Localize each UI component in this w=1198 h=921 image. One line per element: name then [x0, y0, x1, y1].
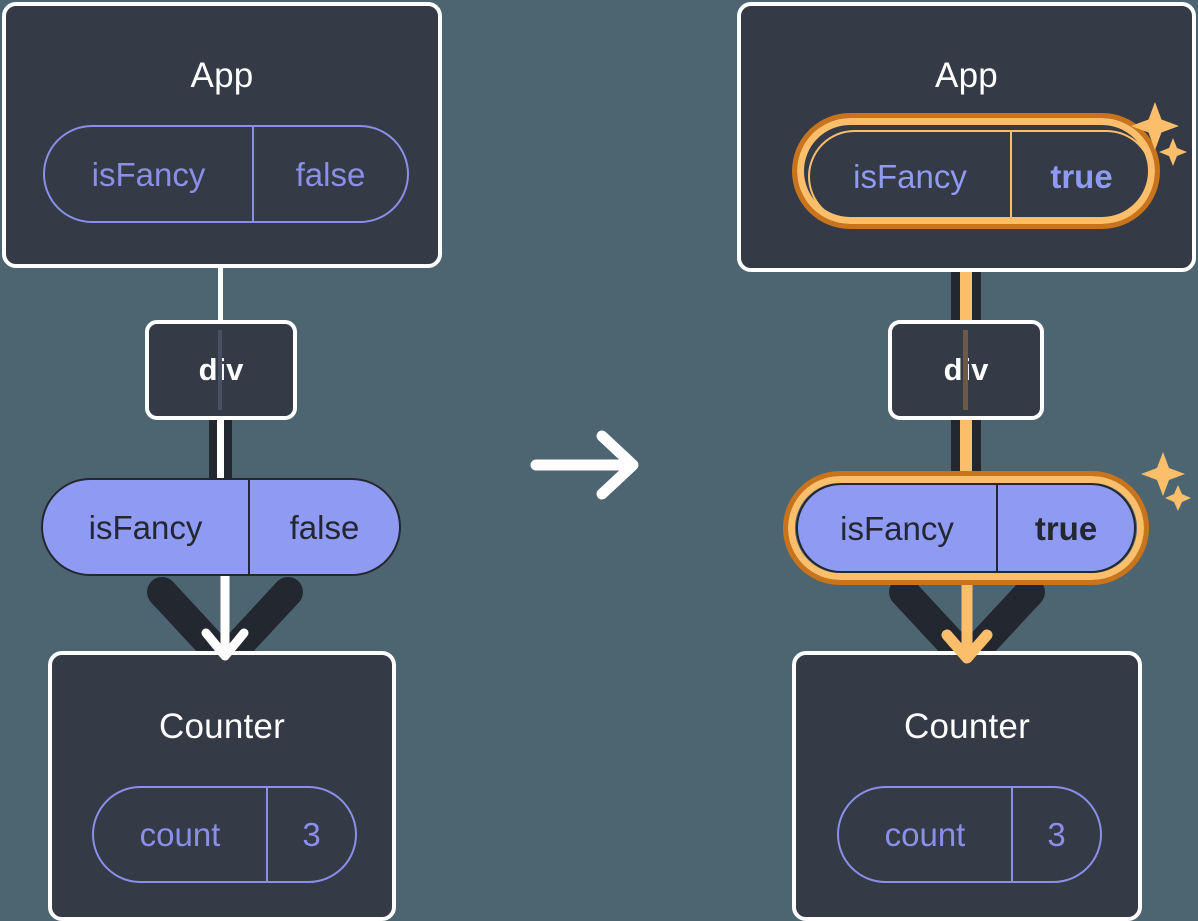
div-passthrough-line-before [218, 330, 222, 410]
counter-card-before: Counter count 3 [48, 651, 396, 921]
counter-state-value-before: 3 [266, 788, 355, 881]
div-passthrough-line-after [963, 330, 968, 410]
app-state-value-after: true [1010, 132, 1151, 221]
connector-div-to-prop-before-left [209, 416, 217, 486]
app-state-name-before: isFancy [91, 155, 206, 193]
prop-pill-name-after: isFancy [840, 509, 954, 547]
counter-card-after: Counter count 3 [792, 651, 1142, 921]
counter-state-pill-after: count 3 [837, 786, 1102, 883]
counter-state-name-after: count [884, 816, 966, 853]
app-card-title-after: App [935, 56, 998, 95]
counter-state-value-after: 3 [1011, 788, 1100, 881]
app-state-value-before: false [252, 127, 407, 221]
transition-arrow-right-icon [530, 430, 639, 500]
connector-div-to-prop-before-right [224, 416, 232, 486]
counter-state-name-before: count [139, 816, 221, 853]
counter-card-title-before: Counter [159, 707, 285, 746]
sparkle-icon-large-prop-after [1141, 452, 1185, 496]
app-state-name-after: isFancy [853, 158, 967, 195]
app-state-pill-after: isFancy true [808, 130, 1153, 223]
prop-pill-value-before: false [248, 480, 399, 574]
prop-pill-value-after: true [996, 485, 1134, 571]
connector-div-to-prop-after-amber [960, 416, 972, 488]
app-state-pill-before: isFancy false [43, 125, 409, 223]
prop-pill-after: isFancy true [796, 483, 1136, 573]
prop-pill-name-before: isFancy [88, 508, 203, 546]
prop-pill-before: isFancy false [41, 478, 401, 576]
connector-app-to-div-before [218, 216, 223, 326]
app-card-before: App isFancy false [2, 2, 442, 268]
sparkle-icon-small-prop-after [1165, 485, 1191, 511]
app-card-title-before: App [190, 56, 254, 95]
counter-state-pill-before: count 3 [92, 786, 357, 883]
connector-div-to-prop-before-center [217, 416, 224, 486]
sparkle-icon-large-app-after [1131, 102, 1179, 150]
app-card-after: App isFancy true [737, 2, 1196, 272]
sparkle-icon-small-app-after [1159, 138, 1187, 166]
counter-card-title-after: Counter [904, 707, 1030, 746]
